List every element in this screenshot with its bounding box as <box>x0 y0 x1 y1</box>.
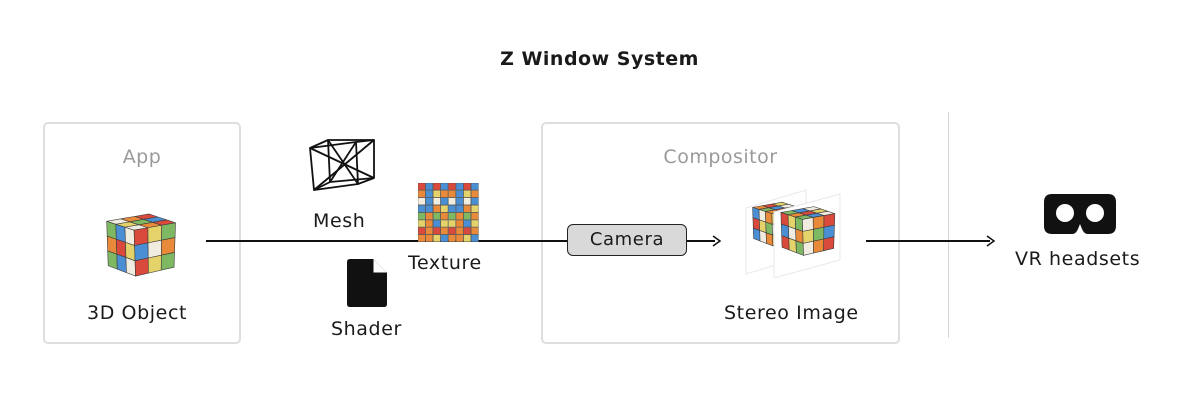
arrow-head-headset <box>986 234 996 247</box>
diagram-title: Z Window System <box>500 48 699 70</box>
connector-app-to-camera <box>206 240 567 242</box>
app-panel-label: App <box>122 146 162 168</box>
connector-camera-to-stereo <box>687 240 715 242</box>
texture-label: Texture <box>408 252 482 274</box>
vr-headset-icon <box>1044 194 1116 234</box>
document-icon <box>347 259 387 307</box>
mesh-label: Mesh <box>313 210 366 232</box>
app-panel <box>43 122 241 344</box>
connector-stereo-to-headset <box>866 240 990 242</box>
divider-line <box>948 112 949 338</box>
stereo-pair-icon <box>745 189 841 278</box>
rubiks-cube-icon <box>106 213 176 277</box>
stereo-image-label: Stereo Image <box>724 302 859 324</box>
vr-headsets-label: VR headsets <box>1015 248 1141 270</box>
wireframe-cube-icon <box>309 139 375 191</box>
compositor-panel <box>541 122 900 344</box>
texture-grid-icon <box>418 183 479 242</box>
arrow-head-camera <box>712 234 722 247</box>
camera-node: Camera <box>567 224 687 256</box>
3d-object-label: 3D Object <box>87 302 188 324</box>
shader-label: Shader <box>331 318 402 340</box>
compositor-panel-label: Compositor <box>663 146 778 168</box>
